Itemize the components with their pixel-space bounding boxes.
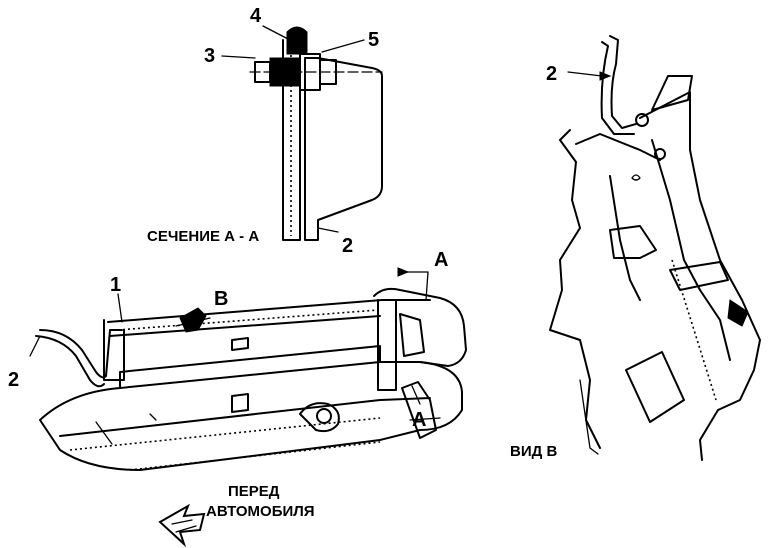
view-b-drawing: [549, 35, 761, 461]
front-direction-arrow-icon: [158, 503, 206, 548]
callout-3: 3: [204, 45, 215, 67]
section-a-a-drawing: [221, 25, 383, 241]
callout-2-main: 2: [8, 369, 19, 391]
front-label-line2: АВТОМОБИЛЯ: [206, 503, 315, 520]
callout-1: 1: [110, 274, 121, 296]
view-b-caption: ВИД В: [510, 443, 557, 460]
callout-2-section: 2: [342, 235, 353, 257]
callout-4: 4: [250, 5, 262, 27]
view-b-marker: B: [214, 288, 228, 310]
section-a-marker-top: A: [434, 249, 448, 271]
front-label-line1: ПЕРЕД: [228, 483, 280, 500]
section-a-a-caption: СЕЧЕНИЕ А - А: [147, 228, 259, 245]
section-a-marker-bottom: A: [412, 409, 426, 431]
callout-5: 5: [368, 29, 379, 51]
main-view-drawing: [29, 267, 467, 471]
callout-2-view-b: 2: [546, 63, 557, 85]
